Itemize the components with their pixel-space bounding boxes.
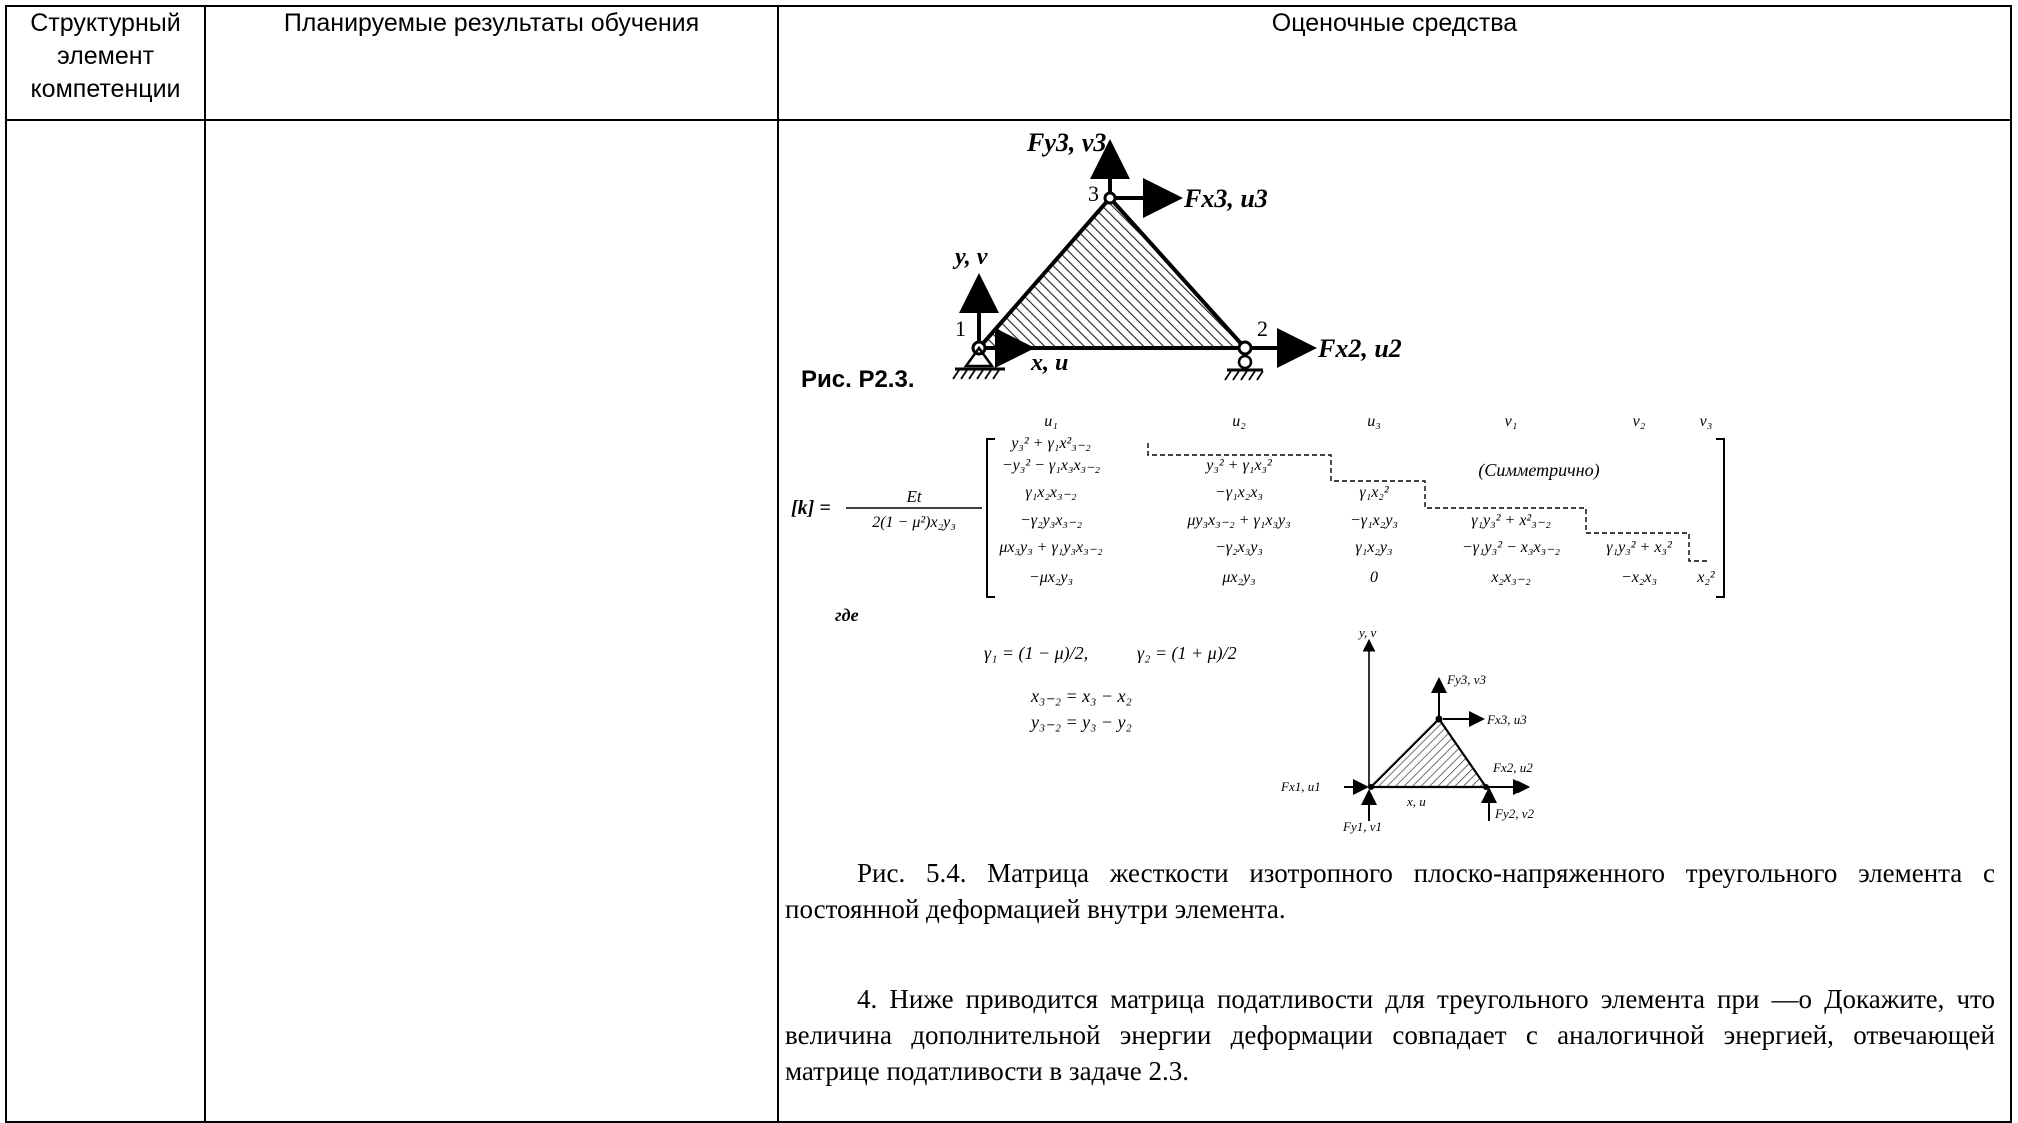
m-r2-c1: −y₃² − γ₁x₃x₃₋₂ xyxy=(1002,457,1101,474)
col-header-3: u₃ xyxy=(1367,413,1381,430)
col-header-2: u₂ xyxy=(1232,413,1246,430)
m-r4-c3: −γ₁x₂y₃ xyxy=(1350,512,1398,529)
fig2-f2y-label: Fy2, v2 xyxy=(1494,806,1534,821)
col-header-5: v₂ xyxy=(1633,413,1646,430)
fig2-axis-y-label: y, v xyxy=(1357,625,1377,640)
node-3-hinge xyxy=(1103,191,1117,205)
node-3-label: 3 xyxy=(1088,181,1099,206)
figure-5-4-caption: Рис. 5.4. Матрица жесткости изотропного … xyxy=(785,858,1995,924)
symmetry-staircase xyxy=(1147,443,1709,562)
m-r5-c5: γ₁y₃² + x₃² xyxy=(1606,539,1673,556)
fig2-f2x-label: Fx2, u2 xyxy=(1492,760,1533,775)
m-r6-c3: 0 xyxy=(1370,569,1378,586)
col-header-1: u₁ xyxy=(1044,413,1058,430)
node-1-support xyxy=(963,345,995,368)
header-row: Структурный элемент компетенции Планируе… xyxy=(5,5,2012,121)
header-structural-element: Структурный элемент компетенции xyxy=(5,5,206,121)
m-r6-c2: μx₂y₃ xyxy=(1221,569,1255,586)
node-2-hinge xyxy=(1237,340,1253,356)
m-r5-c1: μx₃y₃ + γ₁y₃x₃₋₂ xyxy=(998,539,1103,556)
fig2-f3x-label: Fx3, u3 xyxy=(1486,712,1527,727)
m-r6-c1: −μx₂y₃ xyxy=(1029,569,1073,586)
where-label: где xyxy=(835,605,859,625)
m-r2-c2: y₃² + γ₁x₃² xyxy=(1204,457,1273,474)
gamma1-def: γ₁ = (1 − μ)/2, xyxy=(984,643,1088,664)
m-r1-c1: y₃² + γ₁x²₃₋₂ xyxy=(1009,435,1091,452)
matrix-right-bracket xyxy=(1716,438,1725,598)
ground-hatch-1 xyxy=(952,369,1000,380)
axis-y-label: y, v xyxy=(952,244,988,270)
m-r3-c1: γ₁x₂x₃₋₂ xyxy=(1025,484,1077,501)
gamma2-def: γ₂ = (1 + μ)/2 xyxy=(1137,643,1237,664)
m-r3-c3: γ₁x₂² xyxy=(1359,484,1390,501)
cell-structural-element xyxy=(5,119,206,1123)
force-3x-label: Fx3, u3 xyxy=(1183,184,1268,213)
col-header-4: v₁ xyxy=(1505,413,1518,430)
m-r5-c3: γ₁x₂y₃ xyxy=(1355,539,1392,556)
fig2-f1y-label: Fy1, v1 xyxy=(1342,819,1382,834)
stiffness-matrix: [k] = Et 2(1 − μ²)x₂y₃ (Симметрично) u₁ … xyxy=(791,413,1725,732)
col-header-6: v₃ xyxy=(1700,413,1713,430)
force-3y-label: Fy3, v3 xyxy=(1026,128,1106,157)
m-r5-c2: −γ₂x₃y₃ xyxy=(1215,539,1263,556)
m-r5-c4: −γ₁y₃² − x₃x₃₋₂ xyxy=(1462,539,1561,556)
small-triangle-figure: y, v x, u Fy3, v3 Fx3, u3 Fx2, u2 Fy2, v… xyxy=(1280,625,1534,834)
cell-planned-results xyxy=(204,119,779,1123)
m-r6-c4: x₂x₃₋₂ xyxy=(1490,569,1531,586)
fig2-f3y-label: Fy3, v3 xyxy=(1446,672,1486,687)
symmetric-note: (Симметрично) xyxy=(1478,460,1599,481)
axis-x-label: x, u xyxy=(1030,350,1068,376)
x32-def: x₃₋₂ = x₃ − x₂ xyxy=(1030,686,1132,706)
fig2-triangle xyxy=(1368,717,1489,789)
m-r3-c2: −γ₁x₂x₃ xyxy=(1215,484,1263,501)
m-r6-c5: −x₂x₃ xyxy=(1621,569,1657,586)
m-r4-c2: μy₃x₃₋₂ + γ₁x₃y₃ xyxy=(1186,512,1290,529)
header-assessment-tools: Оценочные средства xyxy=(777,5,2012,121)
task-4-text: 4. Ниже приводится матрица податливости … xyxy=(785,984,1995,1086)
triangle-element-figure: 1 2 3 y, v x, u Fy3, v3 Fx3, u3 Fx2, u2 … xyxy=(801,128,1402,393)
fig2-f1x-label: Fx1, u1 xyxy=(1280,779,1321,794)
content-row: 1 2 3 y, v x, u Fy3, v3 Fx3, u3 Fx2, u2 … xyxy=(5,119,2012,1123)
force-2x-label: Fx2, u2 xyxy=(1317,334,1402,363)
matrix-frac-den: 2(1 − μ²)x₂y₃ xyxy=(872,514,956,531)
node-2-label: 2 xyxy=(1257,316,1268,341)
assessment-table: Структурный элемент компетенции Планируе… xyxy=(5,5,2012,1123)
figure-caption-p2-3: Рис. P2.3. xyxy=(801,366,914,393)
node-1-label: 1 xyxy=(955,316,966,341)
m-r4-c4: γ₁y₃² + x²₃₋₂ xyxy=(1471,512,1551,529)
ground-hatch-2 xyxy=(1224,370,1264,381)
m-r6-c6: x₂² xyxy=(1696,569,1716,586)
header-planned-results: Планируемые результаты обучения xyxy=(204,5,779,121)
matrix-frac-num: Et xyxy=(905,487,922,506)
y32-def: y₃₋₂ = y₃ − y₂ xyxy=(1029,712,1132,732)
matrix-left-bracket xyxy=(986,438,995,598)
fig2-axis-x-label: x, u xyxy=(1406,794,1426,809)
m-r4-c1: −γ₂y₃x₃₋₂ xyxy=(1020,512,1082,529)
matrix-lhs: [k] = xyxy=(791,497,831,519)
stiffness-figure: 1 2 3 y, v x, u Fy3, v3 Fx3, u3 Fx2, u2 … xyxy=(791,128,1725,834)
hatched-triangle xyxy=(974,194,1250,350)
node-2-roller xyxy=(1237,354,1253,370)
cell-assessment-tools: 1 2 3 y, v x, u Fy3, v3 Fx3, u3 Fx2, u2 … xyxy=(777,119,2012,1123)
